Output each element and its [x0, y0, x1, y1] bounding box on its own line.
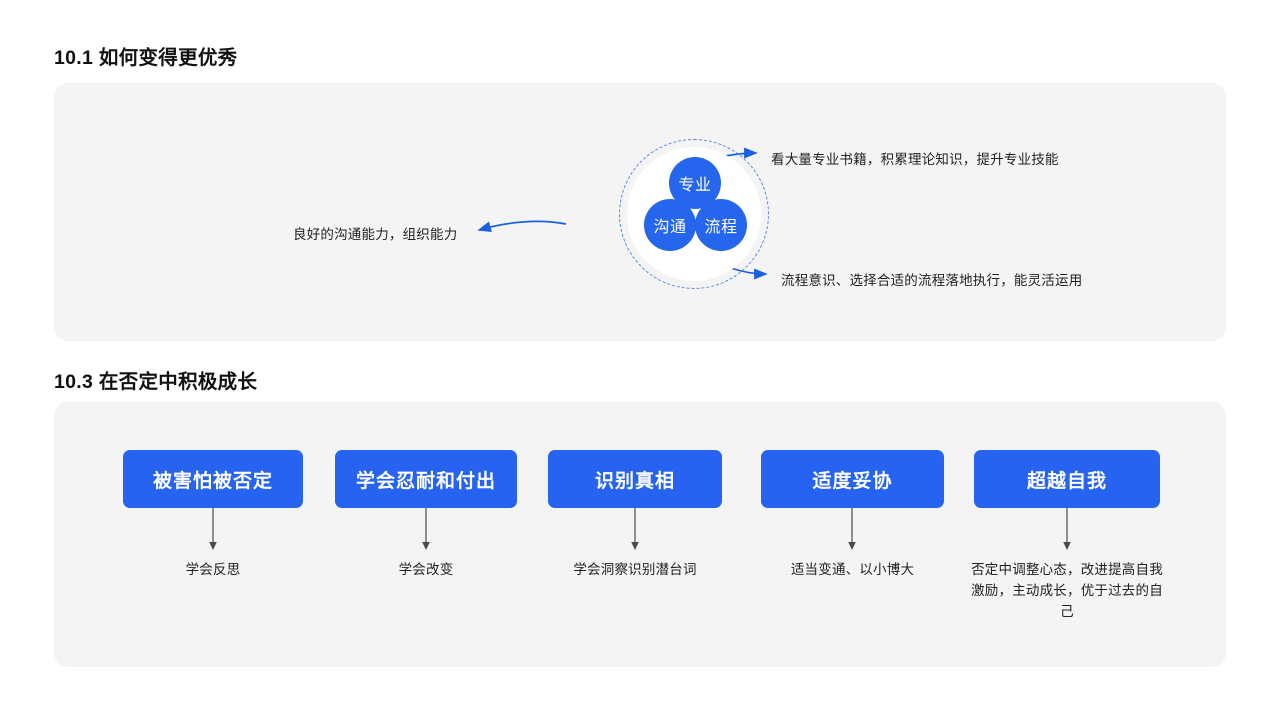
dashed-ring-outline: [619, 139, 769, 289]
step-card-1[interactable]: 被害怕被否定: [123, 450, 303, 508]
down-arrow-5: [1063, 508, 1071, 550]
step-caption-3: 学会洞察识别潜台词: [573, 562, 697, 577]
step-caption-2: 学会改变: [398, 562, 454, 577]
step-card-3[interactable]: 识别真相: [548, 450, 722, 508]
step-caption-1: 学会反思: [185, 562, 241, 577]
step-card-2[interactable]: 学会忍耐和付出: [335, 450, 517, 508]
step-caption-4: 适当变通、以小博大: [790, 562, 915, 577]
panel-competency-model: 专业 沟通 流程 看大量专业书籍，积累理论知识，提升专业技能 良好的沟通能力，组…: [54, 83, 1226, 341]
down-arrow-2: [422, 508, 430, 550]
down-arrow-1: [209, 508, 217, 550]
bubble-process[interactable]: 流程: [695, 199, 747, 251]
annotation-professional: 看大量专业书籍，积累理论知识，提升专业技能: [771, 152, 1059, 167]
step-caption-5: 否定中调整心态，改进提高自我激励，主动成长，优于过去的自己: [971, 562, 1163, 619]
section-title-grow-through-denial: 10.3 在否定中积极成长: [54, 371, 258, 393]
annotation-communication: 良好的沟通能力，组织能力: [293, 227, 458, 242]
bubble-communication[interactable]: 沟通: [644, 199, 696, 251]
step-card-5[interactable]: 超越自我: [974, 450, 1160, 508]
down-arrow-4: [848, 508, 856, 550]
annotation-process: 流程意识、选择合适的流程落地执行，能灵活运用: [781, 273, 1083, 288]
down-arrow-3: [631, 508, 639, 550]
panel-growth-steps: 被害怕被否定 学会反思 学会忍耐和付出 学会改变 识别真相 学会洞察识别潜台词 …: [54, 402, 1226, 667]
step-card-4[interactable]: 适度妥协: [761, 450, 944, 508]
competency-venn: 专业 沟通 流程: [559, 119, 829, 309]
section-title-how-to-improve: 10.1 如何变得更优秀: [54, 47, 238, 69]
